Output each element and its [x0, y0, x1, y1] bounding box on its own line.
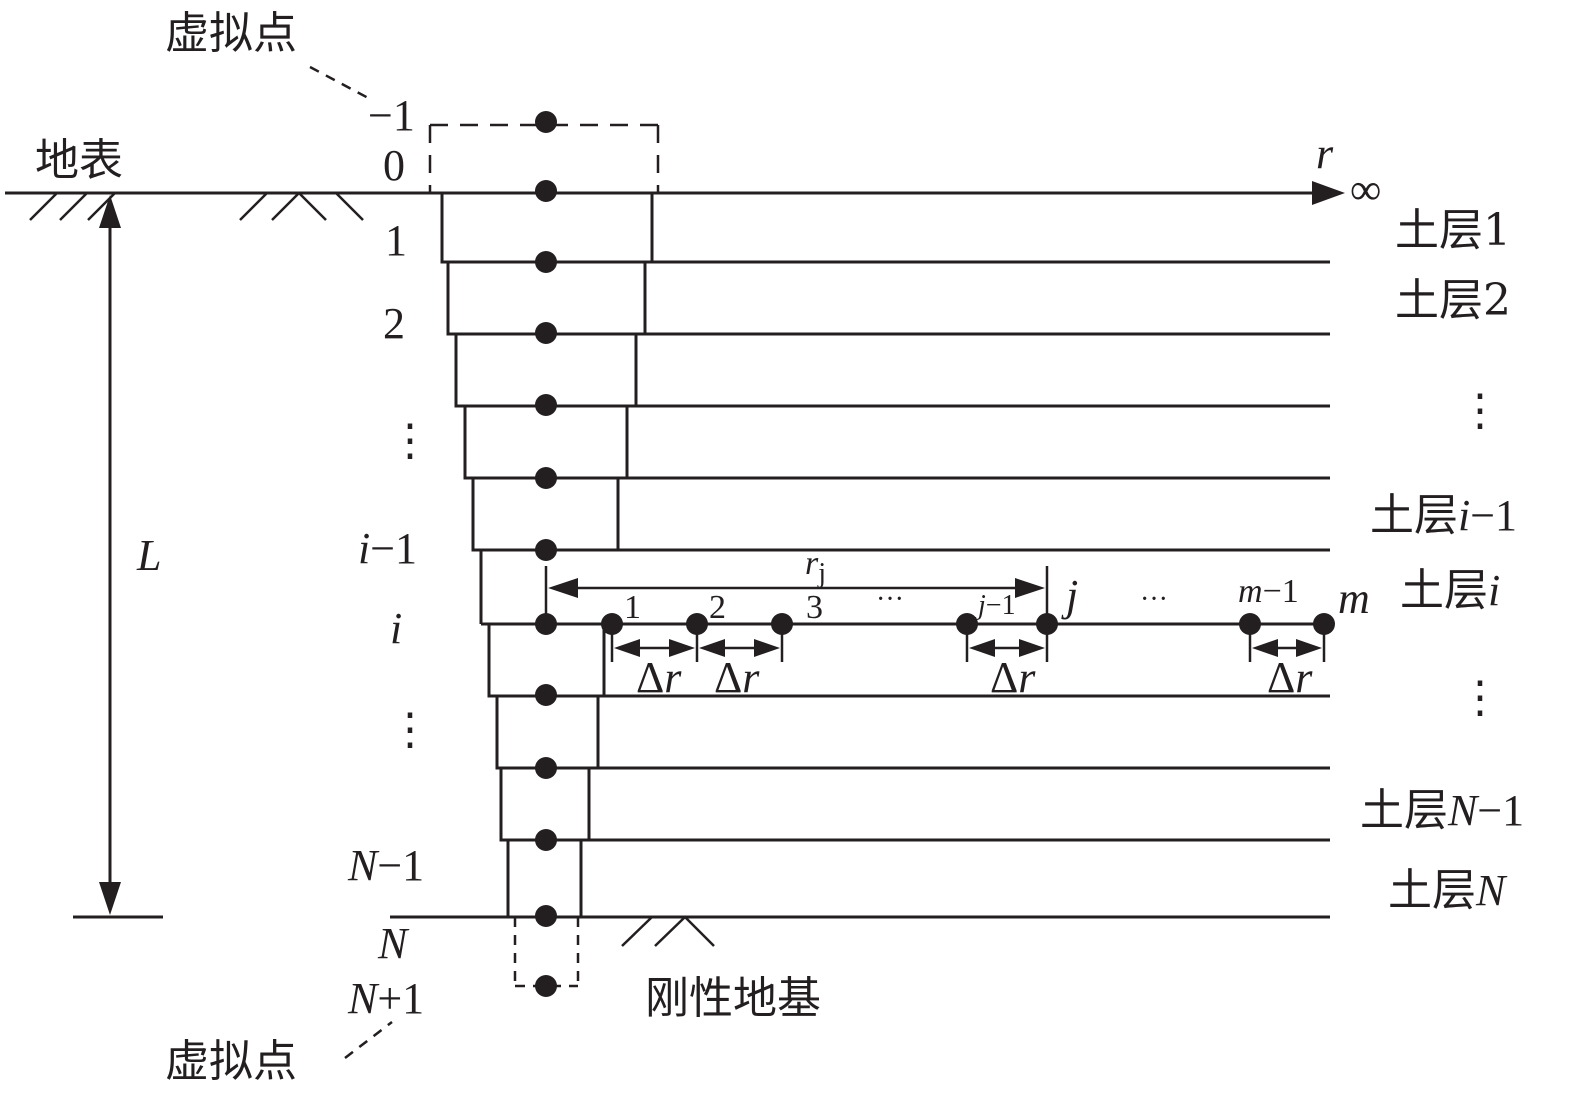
- node-label-minus1: −1: [368, 91, 415, 140]
- delta-r-label-2: Δr: [714, 653, 760, 702]
- delta-r-label-1: Δr: [636, 653, 682, 702]
- virtual-element-top: [428, 123, 660, 193]
- soil-layer-dots-a: ⋮: [1458, 386, 1502, 435]
- soil-layer-i-label: 土层i: [1400, 565, 1500, 616]
- rigid-foundation-label: 刚性地基: [645, 973, 821, 1024]
- soil-layer-labels: 土层1 土层2 ⋮ 土层i−1 土层i ⋮ 土层N−1 土层N: [1360, 205, 1524, 916]
- ground-hatch-mid: [239, 192, 364, 221]
- radial-label-3: 3: [806, 589, 823, 626]
- delta-r-label-3: Δr: [990, 653, 1036, 702]
- radial-label-m-minus-1: m−1: [1238, 573, 1299, 610]
- node-label-0: 0: [383, 141, 405, 190]
- rj-dimension: [544, 566, 1049, 614]
- pile-nodes: [535, 111, 557, 997]
- soil-layer-dots-b: ⋮: [1458, 673, 1502, 722]
- soil-layer-N-minus-1-label: 土层N−1: [1360, 785, 1524, 836]
- virtual-point-bottom-label: 虚拟点: [165, 1036, 297, 1087]
- radial-label-j: j: [1061, 571, 1078, 620]
- pile-length-label: L: [136, 531, 161, 580]
- node-labels: −1 0 1 2 ⋮ i−1 i ⋮ N−1 N N+1: [347, 91, 432, 1023]
- virtual-point-bottom-leader: [344, 1021, 393, 1059]
- node-label-1: 1: [385, 216, 407, 265]
- ground-surface-label: 地表: [35, 135, 123, 186]
- radial-label-m: m: [1338, 574, 1370, 623]
- delta-r-dimensions: [610, 630, 1326, 662]
- soil-layer-lines: [390, 260, 1330, 919]
- r-axis-label: r: [1316, 129, 1334, 178]
- virtual-point-top-leader: [309, 65, 373, 102]
- node-label-2: 2: [383, 299, 405, 348]
- node-label-N-plus-1: N+1: [347, 974, 424, 1023]
- node-label-i-minus-1: i−1: [358, 524, 417, 573]
- rj-label: rj: [805, 545, 826, 589]
- infinity-label: ∞: [1350, 165, 1381, 214]
- node-label-i: i: [390, 604, 402, 653]
- node-label-dots2: ⋮: [388, 705, 432, 754]
- radial-label-dots2: ···: [1140, 584, 1168, 615]
- node-label-N: N: [377, 919, 410, 968]
- node-label-N-minus-1: N−1: [347, 841, 424, 890]
- soil-layer-1-label: 土层1: [1395, 205, 1511, 256]
- virtual-element-bottom: [513, 917, 580, 988]
- radial-labels: rj 1 2 3 ··· j−1 j ··· m−1 m: [624, 545, 1370, 626]
- radial-nodes: [601, 613, 1335, 635]
- soil-layer-N-label: 土层N: [1388, 865, 1508, 916]
- delta-r-labels: Δr Δr Δr Δr: [636, 653, 1313, 702]
- radial-label-dots1: ···: [876, 584, 904, 615]
- radial-label-1: 1: [624, 589, 641, 626]
- r-axis-arrowhead: [1312, 181, 1345, 205]
- pile-length-dimension: [73, 195, 163, 919]
- soil-layer-2-label: 土层2: [1395, 275, 1511, 326]
- virtual-point-top-label: 虚拟点: [165, 8, 297, 59]
- soil-layer-i-minus-1-label: 土层i−1: [1370, 490, 1517, 541]
- bedrock-hatch: [621, 916, 715, 947]
- radial-label-2: 2: [709, 589, 726, 626]
- node-label-dots1: ⋮: [388, 416, 432, 465]
- radial-label-j-minus-1: j−1: [975, 590, 1016, 621]
- ground-hatch-left: [29, 192, 116, 221]
- delta-r-label-4: Δr: [1267, 653, 1313, 702]
